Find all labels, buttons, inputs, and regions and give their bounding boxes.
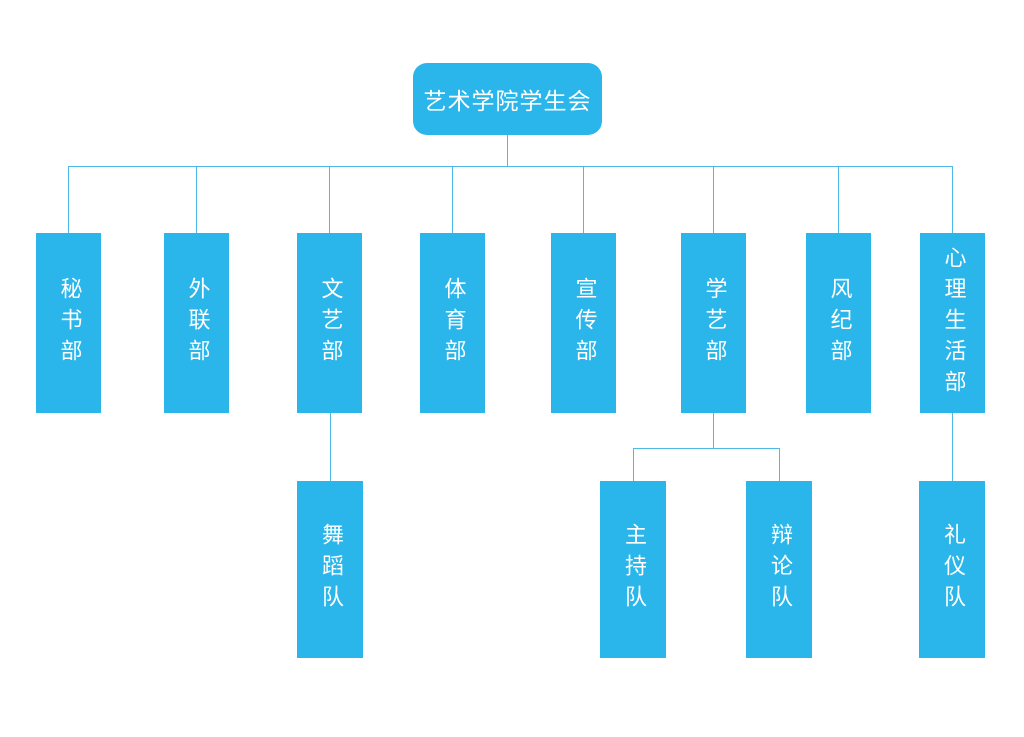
org-node-dept-sports: 体育部 (420, 233, 485, 413)
org-node-dept-academic-arts: 学艺部 (681, 233, 746, 413)
org-node-label: 文艺部 (317, 276, 343, 370)
connector-dance-stem (330, 413, 331, 481)
org-node-label: 舞蹈队 (318, 523, 343, 616)
org-node-label: 主持队 (621, 523, 646, 616)
connector-drop-3 (329, 167, 330, 233)
org-node-label: 礼仪队 (940, 523, 965, 616)
connector-drop-7 (838, 167, 839, 233)
connector-drop-4 (452, 167, 453, 233)
org-node-dept-secretary: 秘书部 (36, 233, 101, 413)
connector-drop-1 (68, 167, 69, 233)
org-node-label: 风纪部 (826, 276, 852, 370)
org-node-dept-psychological-life: 心理生活部 (920, 233, 985, 413)
org-node-team-dance: 舞蹈队 (297, 481, 363, 658)
org-node-team-etiquette: 礼仪队 (919, 481, 985, 658)
connector-drop-8 (952, 167, 953, 233)
org-node-dept-arts: 文艺部 (297, 233, 362, 413)
connector-bus (68, 166, 953, 167)
connector-drop-6 (713, 167, 714, 233)
org-node-root-label: 艺术学院学生会 (423, 89, 592, 115)
connector-root-stem (507, 135, 508, 166)
org-node-label: 辩论队 (767, 523, 792, 616)
org-node-label: 学艺部 (701, 276, 727, 370)
connector-etiquette-stem (952, 413, 953, 481)
org-node-dept-external-relations: 外联部 (164, 233, 229, 413)
connector-debate-drop (779, 449, 780, 481)
org-node-root: 艺术学院学生会 (413, 63, 602, 135)
connector-xueyi-stem (713, 413, 714, 448)
org-node-dept-publicity: 宣传部 (551, 233, 616, 413)
org-node-dept-discipline: 风纪部 (806, 233, 871, 413)
org-node-team-host: 主持队 (600, 481, 666, 658)
org-node-label: 外联部 (184, 276, 210, 370)
connector-xueyi-bus (633, 448, 780, 449)
org-node-label: 秘书部 (56, 276, 82, 370)
org-node-label: 体育部 (440, 276, 466, 370)
connector-host-drop (633, 449, 634, 481)
connector-drop-2 (196, 167, 197, 233)
connector-drop-5 (583, 167, 584, 233)
org-node-team-debate: 辩论队 (746, 481, 812, 658)
org-node-label: 心理生活部 (940, 245, 966, 401)
org-node-label: 宣传部 (571, 276, 597, 370)
